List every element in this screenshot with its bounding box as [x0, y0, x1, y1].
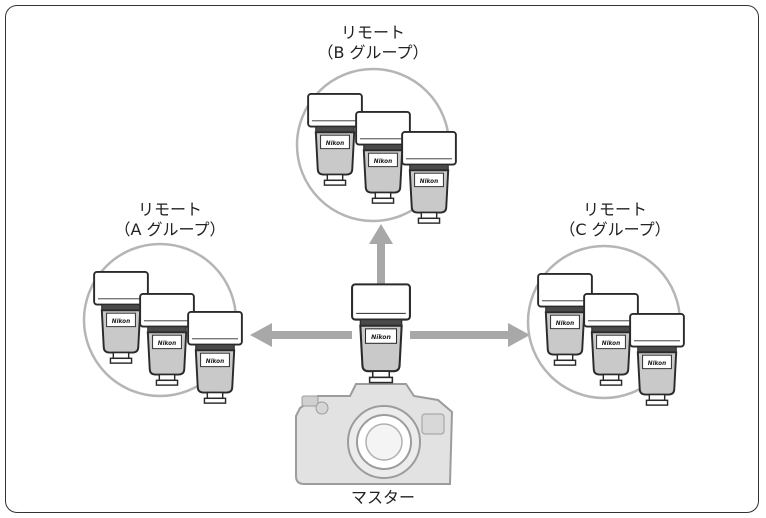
group-a-label-line2: （A グループ） — [114, 220, 226, 239]
group-c-label-line2: （C グループ） — [559, 220, 671, 239]
flash-c3 — [629, 312, 685, 407]
group-b-flashes — [307, 92, 457, 225]
group-a-label-line1: リモート — [137, 200, 202, 219]
flash-b3 — [401, 130, 457, 225]
master-flash — [351, 283, 411, 384]
flash-b1 — [307, 92, 363, 187]
group-b-label-line2: （B グループ） — [317, 43, 429, 62]
arrow-to-group-c — [410, 323, 530, 347]
group-c-label-line1: リモート — [582, 200, 647, 219]
flash-a3 — [187, 310, 243, 405]
master-label: マスター — [350, 488, 415, 507]
camera-icon — [295, 383, 454, 485]
arrow-to-group-a — [250, 323, 352, 347]
arrow-to-group-b — [369, 224, 393, 286]
flash-a2 — [139, 292, 195, 387]
group-b-label-line1: リモート — [340, 23, 405, 42]
